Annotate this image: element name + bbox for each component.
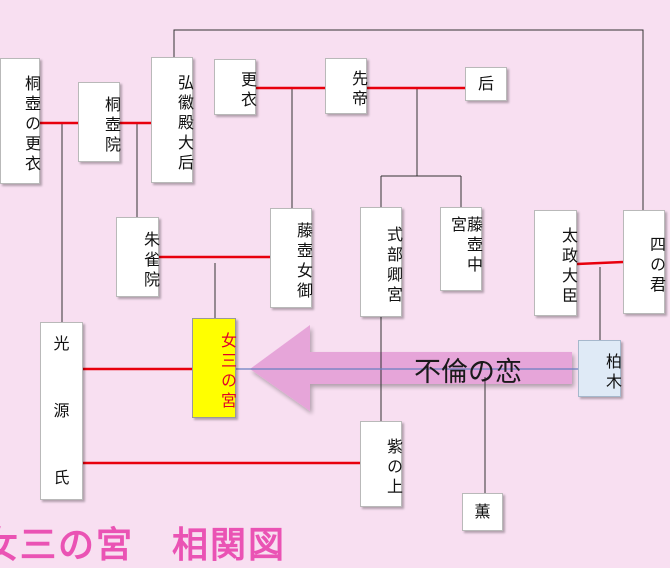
node-fujitsubo-chugu: 藤壺中宮 [440,207,483,291]
node-shikibukyo: 式部卿宮 [360,207,403,317]
node-kisaki: 后 [465,67,507,101]
marriage-dajo-yonnokimi [576,260,624,266]
forbidden-love-label: 不倫の恋 [414,357,522,388]
node-sentei: 先帝 [325,58,368,114]
diagram-title: 女三の宮 相関図 [0,525,287,566]
node-fujitsubo-nyogo: 藤壺女御 [270,208,313,308]
genji-char-1: 光 [53,334,70,353]
node-murasaki-no-ue: 紫の上 [360,421,403,507]
node-hikaru-genji: 光 源 氏 [40,322,83,500]
kokiden-yonnokimi-link [173,29,644,210]
genji-char-2: 源 [53,401,70,420]
node-kiritsubo-koi: 桐壺の更衣 [0,58,41,184]
node-koi: 更衣 [214,59,257,115]
node-kaoru: 薫 [462,493,503,531]
genji-char-3: 氏 [53,468,70,487]
node-kiritsubo-in: 桐壺院 [78,82,121,162]
node-onna-san-no-miya: 女三の宮 [192,318,237,418]
node-kokiden: 弘徽殿大后 [151,57,194,183]
node-suzaku-in: 朱雀院 [116,217,160,297]
forbidden-love-arrow [250,325,572,411]
marriage-lines [40,86,624,465]
lineage-lines [61,29,644,493]
node-kashiwagi: 柏木 [578,340,622,397]
relationship-lines [40,29,644,493]
node-dajo-daijin: 太政大臣 [534,210,578,316]
node-yon-no-kimi: 四の君 [623,210,666,314]
